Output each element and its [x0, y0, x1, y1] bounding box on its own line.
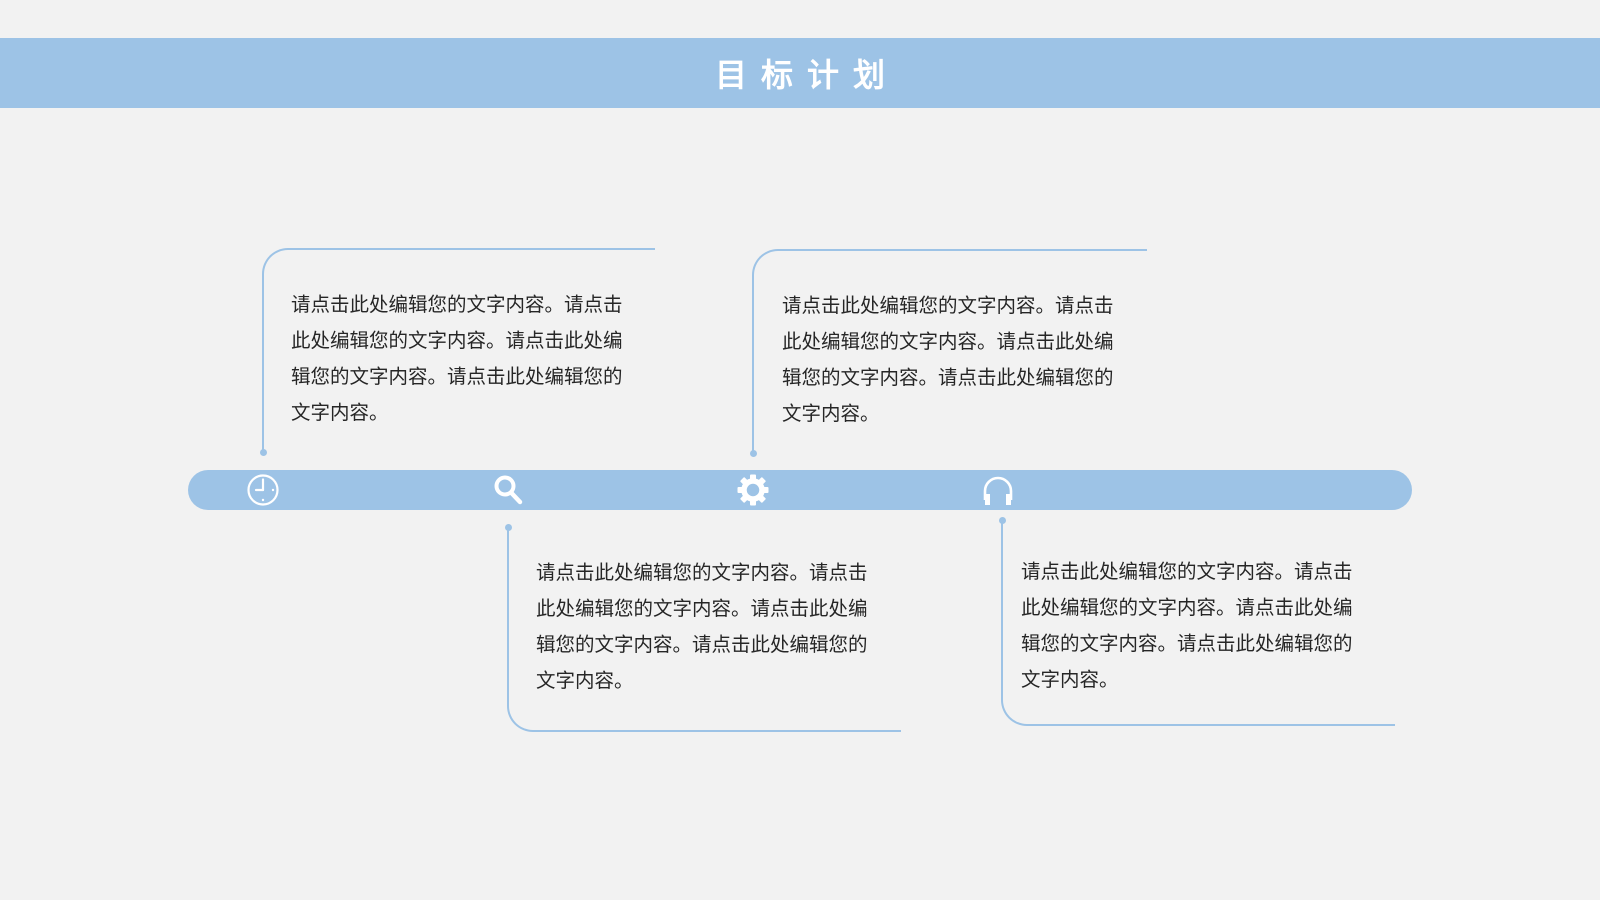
card-text-4[interactable]: 请点击此处编辑您的文字内容。请点击此处编辑您的文字内容。请点击此处编辑您的文字内… — [1021, 560, 1353, 691]
clock-icon — [246, 473, 280, 507]
timeline-bar — [188, 470, 1412, 510]
gear-icon — [736, 473, 770, 507]
card-frame-1 — [262, 248, 655, 454]
card-frame-4 — [1001, 520, 1395, 726]
card-text-1[interactable]: 请点击此处编辑您的文字内容。请点击此处编辑您的文字内容。请点击此处编辑您的文字内… — [291, 293, 623, 424]
connector-dot-1 — [260, 449, 267, 456]
card-text-2[interactable]: 请点击此处编辑您的文字内容。请点击此处编辑您的文字内容。请点击此处编辑您的文字内… — [782, 294, 1114, 425]
card-text-3[interactable]: 请点击此处编辑您的文字内容。请点击此处编辑您的文字内容。请点击此处编辑您的文字内… — [536, 561, 868, 692]
search-icon — [491, 473, 525, 507]
page-title[interactable]: 目标计划 — [714, 56, 899, 94]
header-band: 目标计划 — [0, 38, 1600, 108]
headphones-icon — [981, 473, 1015, 507]
card-frame-2 — [752, 249, 1147, 455]
card-frame-3 — [507, 527, 901, 732]
connector-dot-2 — [750, 450, 757, 457]
